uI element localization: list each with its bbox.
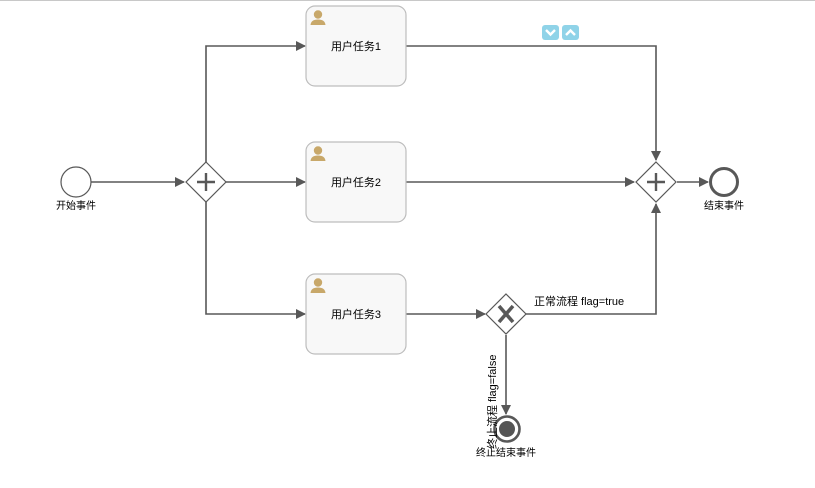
user-icon [310,146,326,161]
flow-split-to-task3[interactable] [205,202,306,319]
parallel-join-gateway[interactable] [635,161,677,203]
terminate-flow-label: 终止流程 flag=false [485,355,499,449]
parallel-split-gateway[interactable] [185,161,227,203]
flow-split-to-task1[interactable] [205,41,306,162]
flow-normal-to-join[interactable] [526,203,661,315]
plus-icon [197,173,215,191]
user-task-1-label: 用户任务1 [331,39,381,53]
chevron-down-icon [545,29,556,37]
x-icon [497,304,515,324]
terminate-end-event-label: 终止结束事件 [476,446,536,459]
user-icon [310,10,326,25]
normal-flow-label: 正常流程 flag=true [534,294,624,308]
user-task-3[interactable]: 用户任务3 [305,273,407,355]
user-icon [310,278,326,293]
start-event[interactable] [60,166,92,198]
user-task-1[interactable]: 用户任务1 [305,5,407,87]
flow-task1-to-join[interactable] [406,45,661,161]
end-event-label: 结束事件 [704,199,744,212]
user-task-2[interactable]: 用户任务2 [305,141,407,223]
user-task-3-label: 用户任务3 [331,307,381,321]
exclusive-gateway[interactable] [485,293,527,335]
end-event[interactable] [709,167,739,197]
start-event-label: 开始事件 [56,199,96,212]
terminate-end-event[interactable] [493,415,521,443]
plus-icon [647,173,665,191]
expand-button[interactable] [542,25,559,40]
collapse-button[interactable] [562,25,579,40]
user-task-2-label: 用户任务2 [331,175,381,189]
chevron-up-icon [565,28,576,36]
